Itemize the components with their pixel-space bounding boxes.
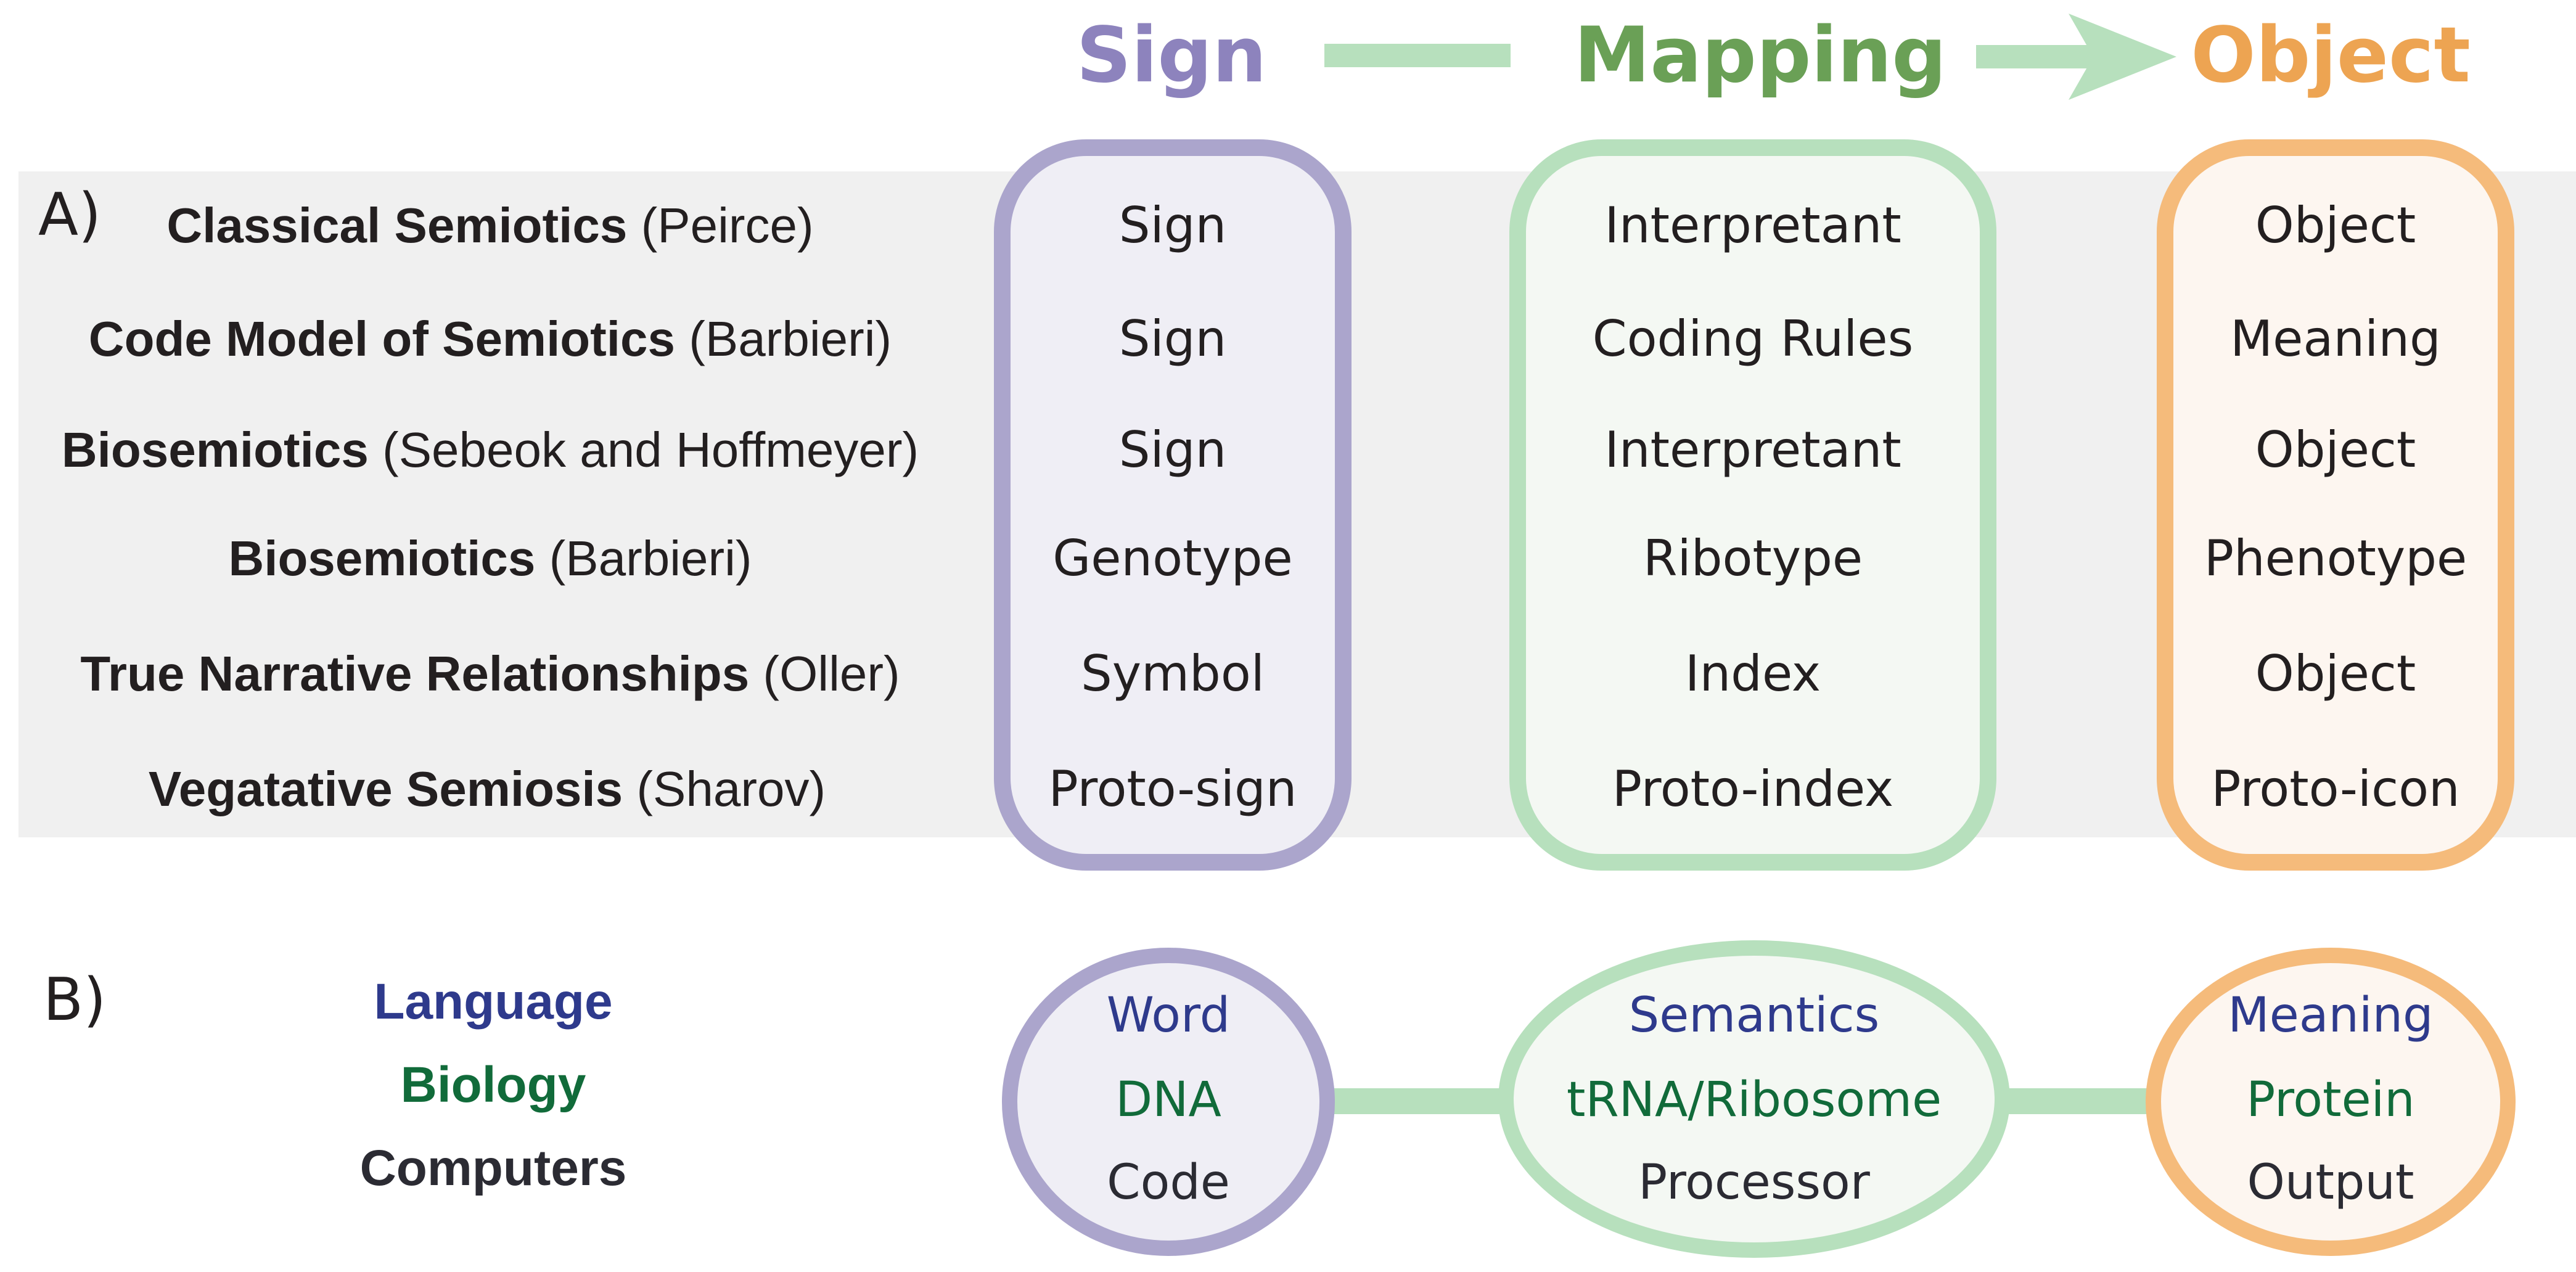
mapping-ellipse <box>1498 940 2010 1258</box>
domain-label-language: Language <box>374 974 613 1030</box>
header-object: Object <box>2191 11 2471 100</box>
theory-row: Biosemiotics (Barbieri) Genotype Ribotyp… <box>0 515 2576 602</box>
theory-row: Code Model of Semiotics (Barbieri) Sign … <box>0 296 2576 382</box>
language-sign: Word <box>1106 988 1231 1043</box>
theory-title: Biosemiotics <box>61 422 369 477</box>
ellipse-connector-left <box>1319 1088 1517 1114</box>
theory-title: True Narrative Relationships <box>80 646 750 701</box>
object-column-box <box>2157 139 2514 871</box>
theory-name: True Narrative Relationships (Oller) <box>25 631 956 717</box>
mapping-cell: Interpretant <box>1604 421 1901 478</box>
header-sign: Sign <box>1076 11 1267 100</box>
mapping-cell: Ribotype <box>1643 530 1863 587</box>
ellipse-connector-right <box>1991 1088 2164 1114</box>
theory-author: (Sebeok and Hoffmeyer) <box>382 422 919 477</box>
theory-title: Biosemiotics <box>228 531 536 586</box>
sign-cell: Sign <box>1118 310 1227 367</box>
mapping-cell: Coding Rules <box>1592 310 1914 367</box>
mapping-cell: Interpretant <box>1604 197 1901 254</box>
theory-row: Classical Semiotics (Peirce) Sign Interp… <box>0 183 2576 269</box>
object-cell: Meaning <box>2230 310 2441 367</box>
theory-name: Vegatative Semiosis (Sharov) <box>123 746 851 832</box>
theory-title: Vegatative Semiosis <box>148 761 623 816</box>
object-cell: Object <box>2255 645 2416 702</box>
computers-mapping: Processor <box>1638 1155 1870 1210</box>
sign-cell: Proto-sign <box>1048 760 1297 818</box>
object-cell: Phenotype <box>2204 530 2467 587</box>
sign-cell: Genotype <box>1052 530 1293 587</box>
object-cell: Object <box>2255 197 2416 254</box>
biology-object: Protein <box>2246 1072 2415 1128</box>
sign-mapping-connector <box>1324 44 1511 67</box>
theory-author: (Peirce) <box>641 198 814 253</box>
sign-cell: Sign <box>1118 197 1227 254</box>
domain-label-biology: Biology <box>400 1057 586 1113</box>
section-b-label: B) <box>43 966 107 1034</box>
theory-row: True Narrative Relationships (Oller) Sym… <box>0 631 2576 717</box>
theory-author: (Barbieri) <box>689 311 892 366</box>
theory-name: Biosemiotics (Barbieri) <box>166 515 814 602</box>
biology-mapping: tRNA/Ribosome <box>1566 1072 1942 1128</box>
theory-author: (Barbieri) <box>549 531 752 586</box>
theory-title: Classical Semiotics <box>166 198 628 253</box>
computers-object: Output <box>2247 1155 2414 1210</box>
object-cell: Proto-icon <box>2211 760 2460 818</box>
theory-name: Classical Semiotics (Peirce) <box>99 183 882 269</box>
mapping-column-box <box>1509 139 1996 871</box>
theory-name: Code Model of Semiotics (Barbieri) <box>25 296 956 382</box>
sign-cell: Symbol <box>1080 645 1265 702</box>
sign-column-box <box>994 139 1352 871</box>
domain-label-computers: Computers <box>359 1140 627 1196</box>
theory-author: (Oller) <box>763 646 900 701</box>
mapping-cell: Index <box>1684 645 1821 702</box>
biology-sign: DNA <box>1115 1072 1221 1128</box>
theory-name: Biosemiotics (Sebeok and Hoffmeyer) <box>25 407 956 493</box>
language-object: Meaning <box>2228 988 2434 1043</box>
theory-author: (Sharov) <box>636 761 826 816</box>
mapping-object-arrow-icon <box>1976 14 2176 100</box>
mapping-cell: Proto-index <box>1612 760 1894 818</box>
theory-title: Code Model of Semiotics <box>88 311 676 366</box>
header-mapping: Mapping <box>1573 11 1947 100</box>
language-mapping: Semantics <box>1628 988 1880 1043</box>
sign-cell: Sign <box>1118 421 1227 478</box>
theory-row: Vegatative Semiosis (Sharov) Proto-sign … <box>0 746 2576 832</box>
section-a-label: A) <box>38 181 102 249</box>
object-cell: Object <box>2255 421 2416 478</box>
computers-sign: Code <box>1107 1155 1230 1210</box>
theory-row: Biosemiotics (Sebeok and Hoffmeyer) Sign… <box>0 407 2576 493</box>
